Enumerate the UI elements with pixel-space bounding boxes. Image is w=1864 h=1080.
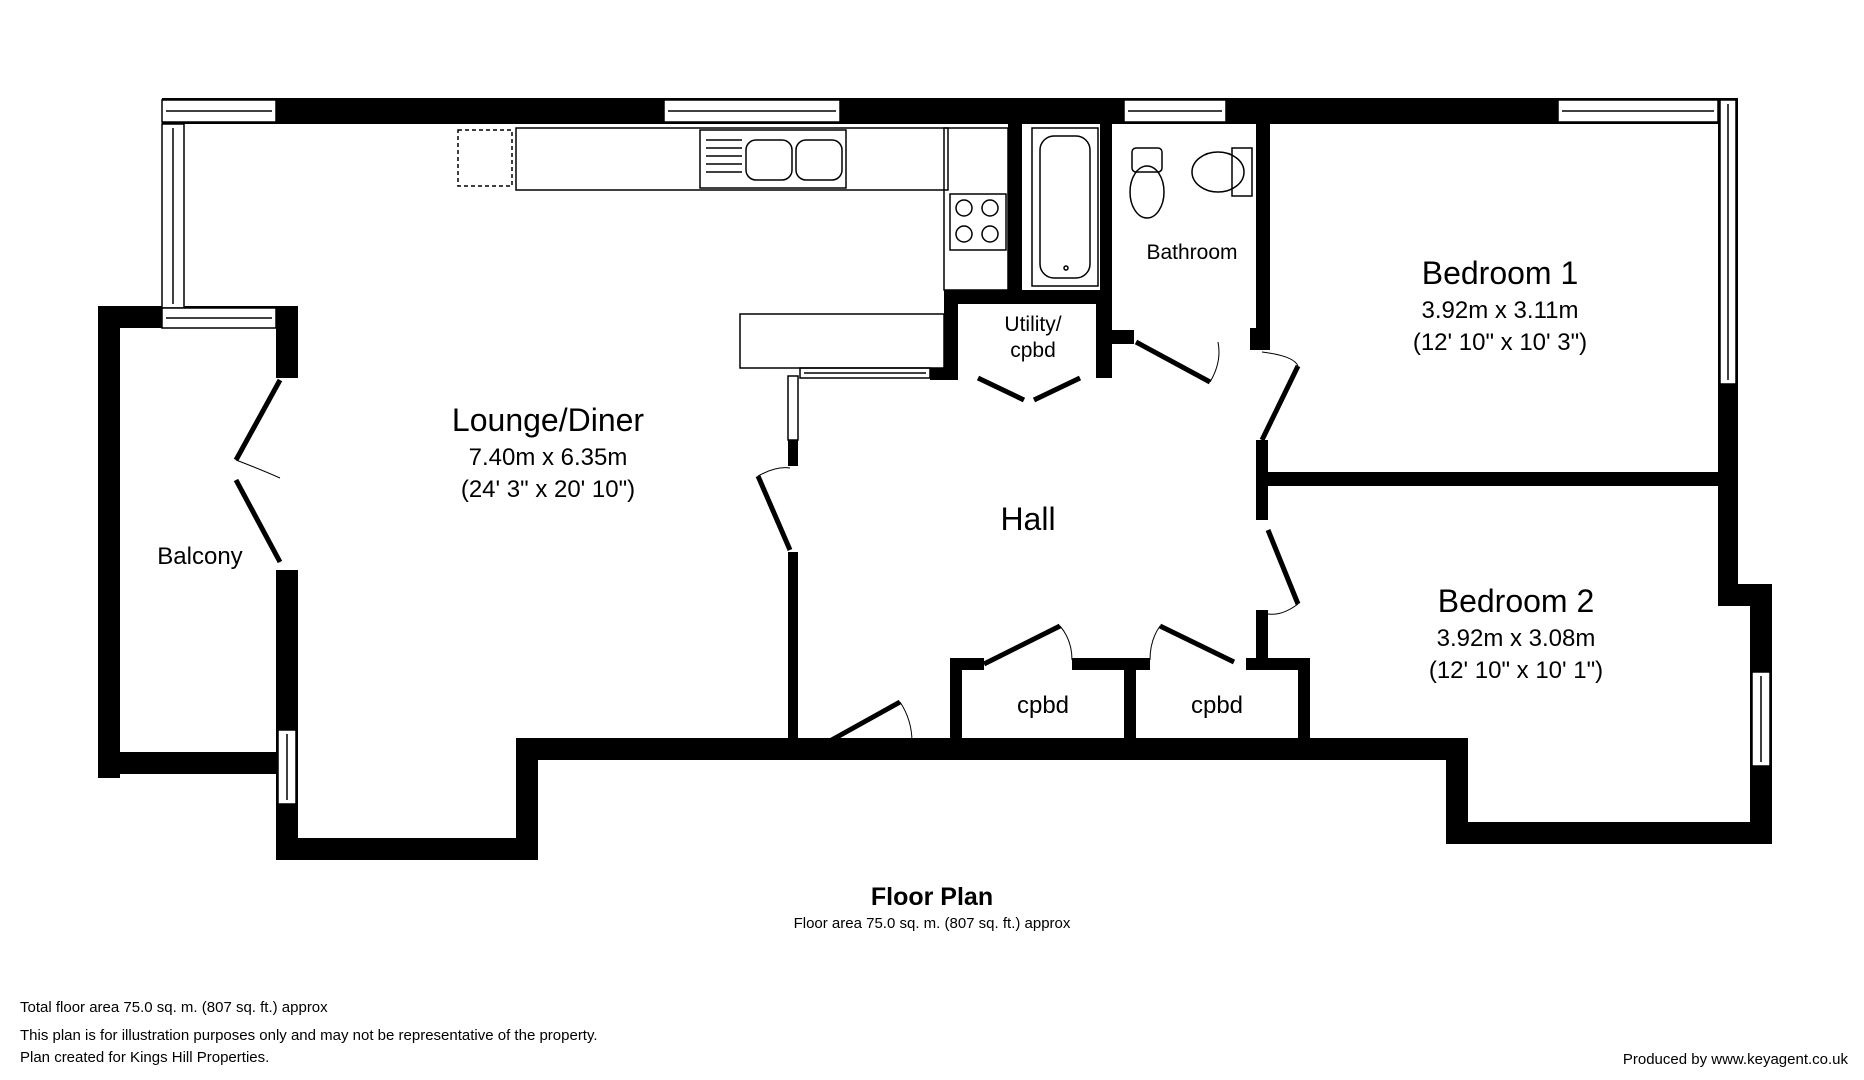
windows [161, 99, 1771, 805]
lounge-name: Lounge/Diner [452, 402, 644, 438]
disclaimer-text: This plan is for illustration purposes o… [20, 1027, 598, 1044]
cpbd-right-name: cpbd [1191, 692, 1243, 719]
walls [98, 98, 1772, 860]
utility-line2: cpbd [1010, 339, 1056, 362]
total-floor-area: Total floor area 75.0 sq. m. (807 sq. ft… [20, 999, 328, 1016]
utility-line1: Utility/ [1004, 313, 1061, 336]
cpbd-left-name: cpbd [1017, 692, 1069, 719]
hall-name: Hall [1000, 501, 1055, 537]
plan-title: Floor Plan [870, 883, 994, 911]
fixtures [457, 127, 1253, 369]
room-labels: Lounge/Diner 7.40m x 6.35m (24' 3" x 20'… [157, 241, 1603, 719]
bedroom2-imperial: (12' 10" x 10' 1") [1429, 657, 1603, 684]
bathroom-name: Bathroom [1146, 241, 1237, 264]
balcony-name: Balcony [157, 543, 242, 570]
bedroom2-name: Bedroom 2 [1438, 583, 1595, 619]
plan-subtitle: Floor area 75.0 sq. m. (807 sq. ft.) app… [793, 915, 1071, 932]
bedroom2-metric: 3.92m x 3.08m [1437, 625, 1596, 652]
bedroom1-imperial: (12' 10" x 10' 3") [1413, 329, 1587, 356]
produced-by-text: Produced by www.keyagent.co.uk [1622, 1051, 1848, 1068]
lounge-metric: 7.40m x 6.35m [469, 444, 628, 471]
bedroom1-metric: 3.92m x 3.11m [1422, 297, 1579, 324]
doors [233, 339, 1301, 745]
bedroom1-name: Bedroom 1 [1422, 255, 1579, 291]
lounge-imperial: (24' 3" x 20' 10") [461, 476, 635, 503]
created-for-text: Plan created for Kings Hill Properties. [20, 1049, 270, 1066]
